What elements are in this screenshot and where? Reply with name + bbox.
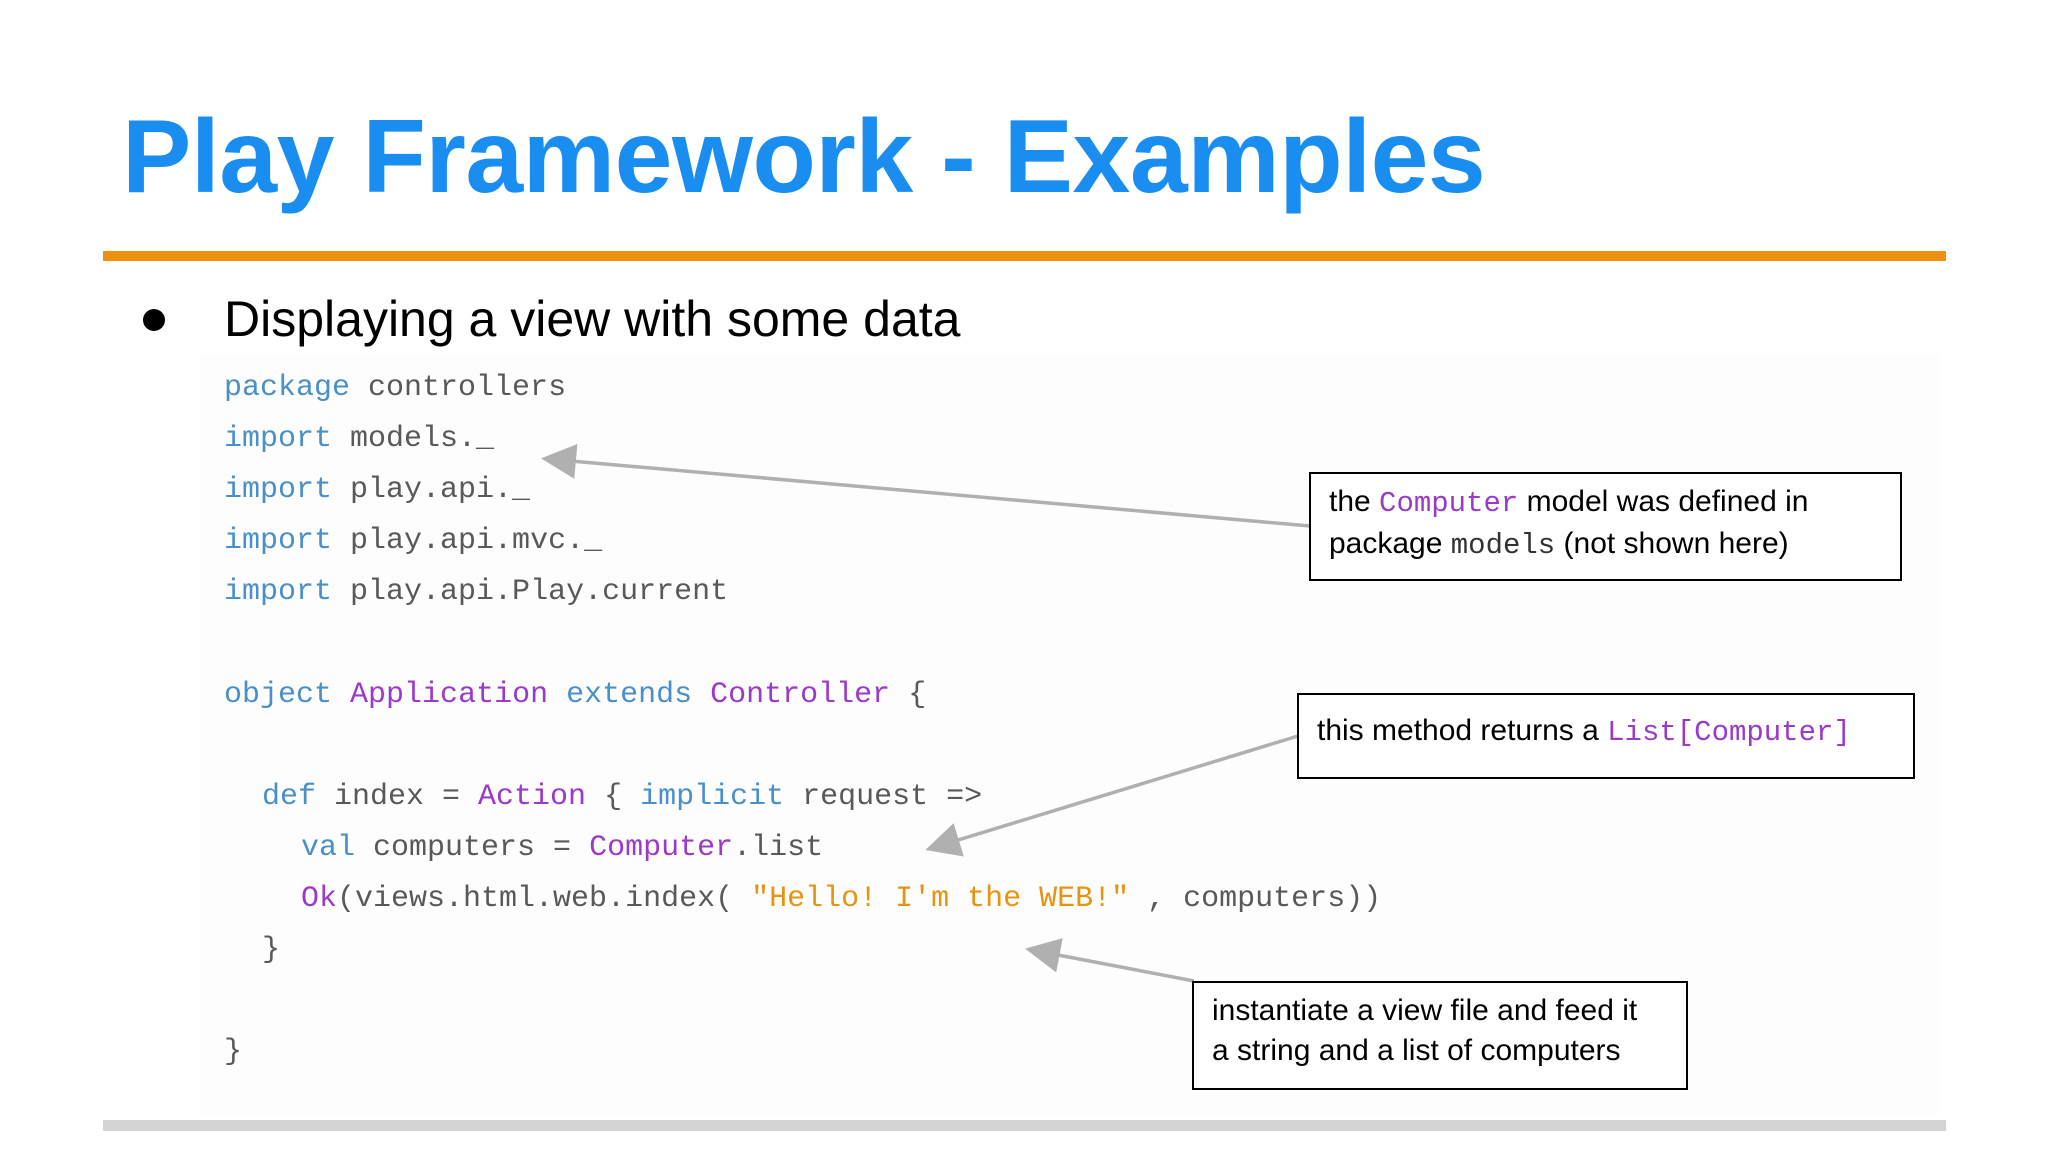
callout-model: the Computer model was defined in packag… — [1309, 472, 1902, 581]
code-text: { — [586, 780, 641, 814]
callout-code: Computer — [1379, 487, 1519, 520]
code-line-9: Ok(views.html.web.index( "Hello! I'm the… — [301, 879, 1381, 919]
code-line-3: import play.api._ — [224, 470, 530, 510]
arrow-to-import-models — [541, 444, 1311, 528]
arrow-to-computer-list — [925, 734, 1299, 857]
callout-view-line-2: a string and a list of computers — [1212, 1034, 1621, 1067]
code-text: } — [224, 1035, 243, 1069]
code-text: play.api.mvc._ — [332, 524, 603, 558]
callout-view-line-1: instantiate a view file and feed it — [1212, 994, 1638, 1027]
code-type: Computer — [589, 831, 734, 865]
callout-method-line: this method returns a List[Computer] — [1317, 714, 1851, 749]
code-keyword: extends — [566, 678, 693, 712]
callout-code: List[Computer] — [1607, 716, 1851, 749]
callout-method: this method returns a List[Computer] — [1297, 693, 1915, 779]
code-keyword: def — [262, 780, 317, 814]
code-line-2: import models._ — [224, 419, 494, 459]
code-keyword: import — [224, 575, 333, 609]
code-keyword: import — [224, 524, 333, 558]
code-line-8: val computers = Computer.list — [301, 828, 823, 868]
code-type: Ok — [301, 882, 338, 916]
code-line-7: def index = Action { implicit request => — [262, 777, 982, 817]
code-text: controllers — [350, 371, 567, 405]
callout-model-line-2: package models (not shown here) — [1329, 527, 1789, 562]
callout-model-line-1: the Computer model was defined in — [1329, 485, 1809, 520]
code-keyword: val — [301, 831, 356, 865]
code-text: play.api.Play.current — [332, 575, 729, 609]
bullet-dot-icon — [143, 309, 165, 331]
code-text: models._ — [332, 422, 495, 456]
code-line-10: } — [262, 930, 280, 970]
slide-title: Play Framework - Examples — [122, 99, 1486, 215]
code-keyword: import — [224, 422, 333, 456]
code-type: Controller — [710, 678, 891, 712]
code-text: , computers)) — [1129, 882, 1382, 916]
code-line-4: import play.api.mvc._ — [224, 521, 602, 561]
code-keyword: object — [224, 678, 333, 712]
code-text: computers = — [355, 831, 590, 865]
code-keyword: package — [224, 371, 351, 405]
code-type: Application — [350, 678, 549, 712]
code-line-11: } — [224, 1032, 242, 1072]
code-text: { — [890, 678, 927, 712]
title-divider — [103, 251, 1946, 261]
code-line-1: package controllers — [224, 368, 566, 408]
arrow-to-view-call — [1025, 938, 1195, 983]
bottom-divider — [103, 1120, 1946, 1131]
code-text: .list — [733, 831, 824, 865]
code-line-6: object Application extends Controller { — [224, 675, 926, 715]
code-text: } — [262, 933, 281, 967]
code-string: "Hello! I'm the WEB!" — [751, 882, 1130, 916]
callout-code: models — [1450, 529, 1556, 562]
code-keyword: import — [224, 473, 333, 507]
code-text: (views.html.web.index( — [337, 882, 752, 916]
code-keyword: implicit — [640, 780, 785, 814]
code-text: play.api._ — [332, 473, 531, 507]
code-line-5: import play.api.Play.current — [224, 572, 728, 612]
code-type: Action — [478, 780, 587, 814]
code-text: index = — [316, 780, 479, 814]
code-block: package controllers import models._ impo… — [224, 368, 1381, 1150]
code-text: request => — [784, 780, 983, 814]
callout-view: instantiate a view file and feed it a st… — [1192, 981, 1688, 1090]
bullet-text: Displaying a view with some data — [224, 291, 961, 347]
